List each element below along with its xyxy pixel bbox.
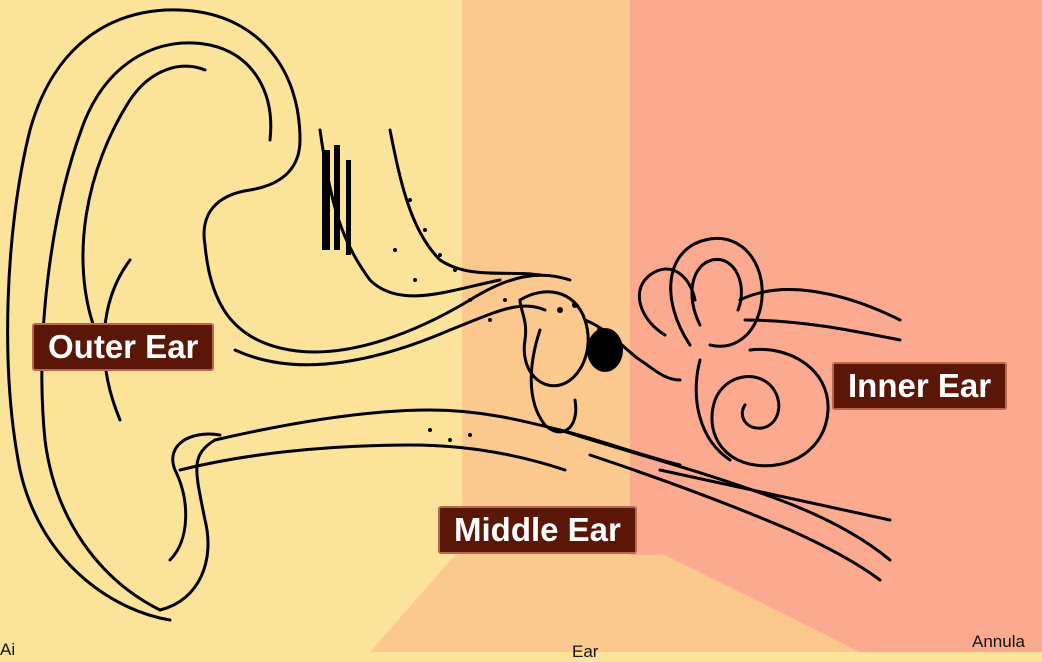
semicircular-canals (671, 238, 762, 346)
cochlea (712, 349, 828, 465)
partial-label-center: Ear (572, 642, 598, 662)
inner-ear-label: Inner Ear (832, 362, 1007, 410)
helix-outline (8, 10, 300, 620)
middle-ear-label: Middle Ear (438, 506, 637, 554)
partial-label-right: Annula (972, 632, 1025, 652)
outer-ear-label: Outer Ear (32, 323, 214, 371)
partial-label-left: Ai (0, 640, 15, 660)
ear-canal-upper (205, 245, 570, 352)
ear-canal-lower (215, 410, 680, 465)
